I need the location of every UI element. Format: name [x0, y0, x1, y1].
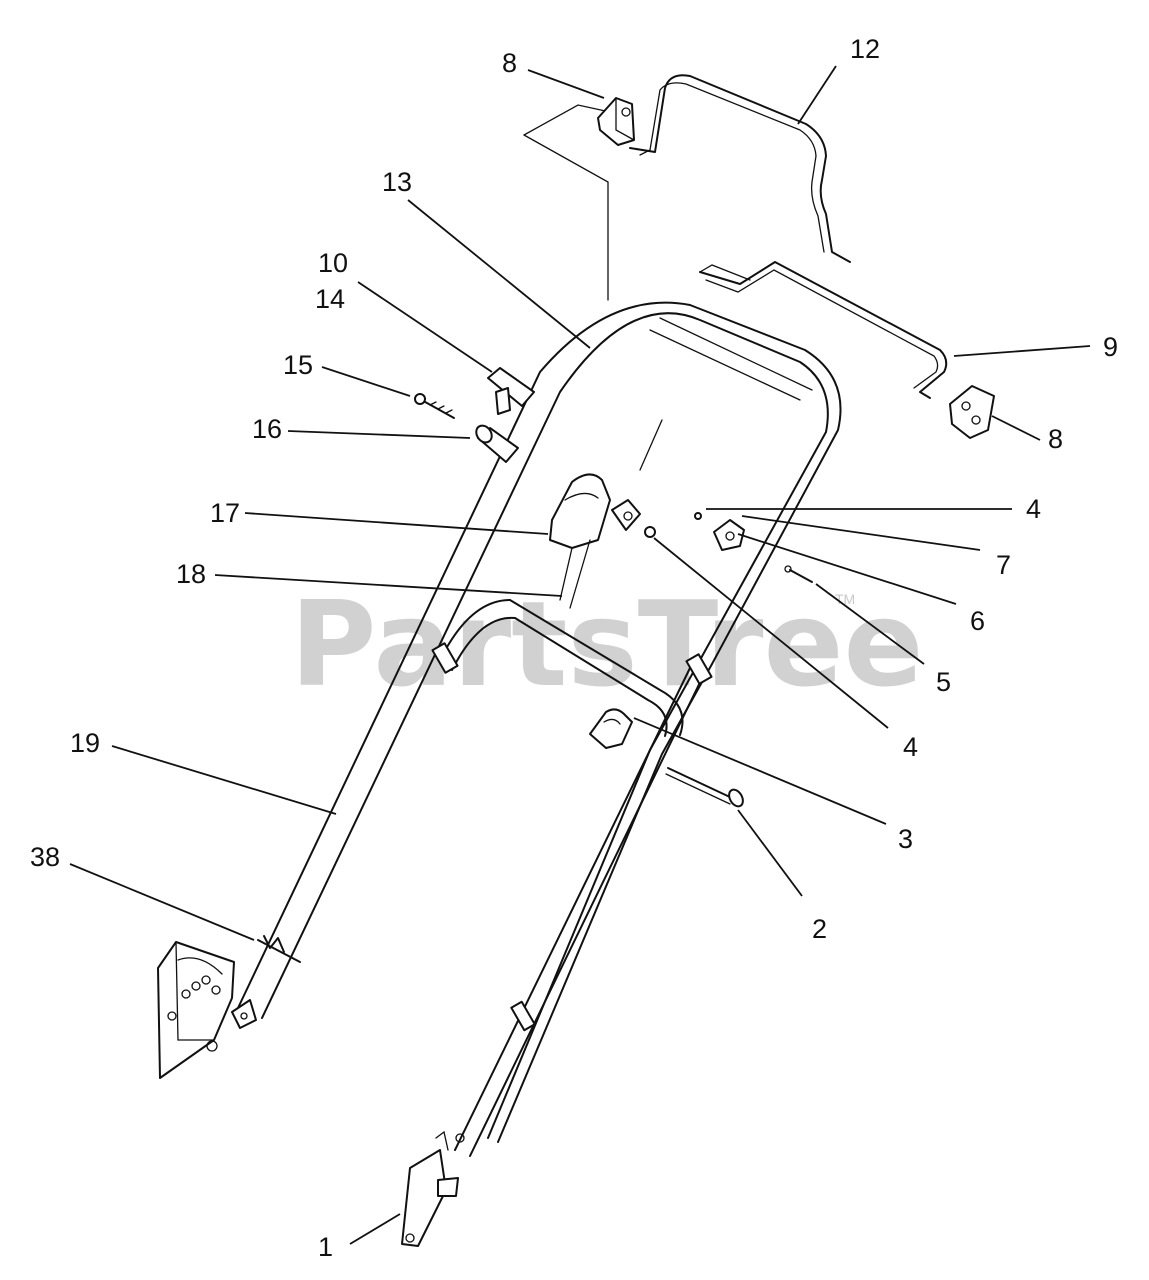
bushing-16 [475, 424, 519, 463]
callout-3: 3 [898, 824, 913, 854]
watermark-trademark: TM [835, 591, 855, 607]
clip-left-upper [431, 642, 459, 674]
callout-8-top: 8 [502, 48, 517, 78]
callout-7: 7 [996, 550, 1011, 580]
callout-13: 13 [382, 167, 412, 197]
tube-clips [257, 642, 713, 1032]
callout-17: 17 [210, 498, 240, 528]
bracket-8-top [597, 97, 635, 146]
hardware-4-5-6-7 [644, 512, 813, 583]
watermark-text: PartsTree [290, 575, 924, 713]
block-6 [713, 519, 745, 551]
lower-handle [439, 599, 706, 1157]
callout-4-top: 4 [1026, 494, 1041, 524]
control-rod-9 [699, 261, 948, 399]
callout-10: 10 [318, 248, 348, 278]
knob-3 [589, 708, 633, 749]
lower-bracket-1 [401, 1130, 465, 1247]
callout-5: 5 [936, 667, 951, 697]
bolt-2 [665, 767, 744, 808]
callout-9: 9 [1103, 332, 1118, 362]
nut-4-upper [694, 512, 702, 520]
callout-labels: 1 2 3 4 4 4 5 6 7 8 8 9 10 12 13 14 15 1… [30, 34, 1118, 1262]
bracket-8-right [949, 385, 995, 439]
callout-15: 15 [283, 350, 313, 380]
lever-knob-10-14 [487, 367, 535, 415]
clip-right-lower [510, 1000, 536, 1032]
callout-8-right: 8 [1048, 424, 1063, 454]
callout-38: 38 [30, 842, 60, 872]
leader-lines [69, 65, 1091, 1245]
callout-1: 1 [318, 1232, 333, 1262]
nut-4-lower [644, 526, 656, 538]
bail-rod-12 [629, 74, 851, 263]
callout-19: 19 [70, 728, 100, 758]
callout-14: 14 [315, 284, 345, 314]
bolt-5 [789, 569, 813, 583]
callout-2: 2 [812, 914, 827, 944]
mounting-plate-38 [157, 941, 257, 1079]
clip-right-upper [685, 653, 713, 685]
control-housing-17 [549, 419, 663, 609]
callout-4-bottom: 4 [903, 732, 918, 762]
callout-18: 18 [176, 559, 206, 589]
callout-16: 16 [252, 414, 282, 444]
screw-15 [414, 393, 455, 419]
upper-handle [237, 301, 842, 1143]
callout-6: 6 [970, 606, 985, 636]
clip-38-washer [257, 939, 301, 963]
callout-12: 12 [850, 34, 880, 64]
